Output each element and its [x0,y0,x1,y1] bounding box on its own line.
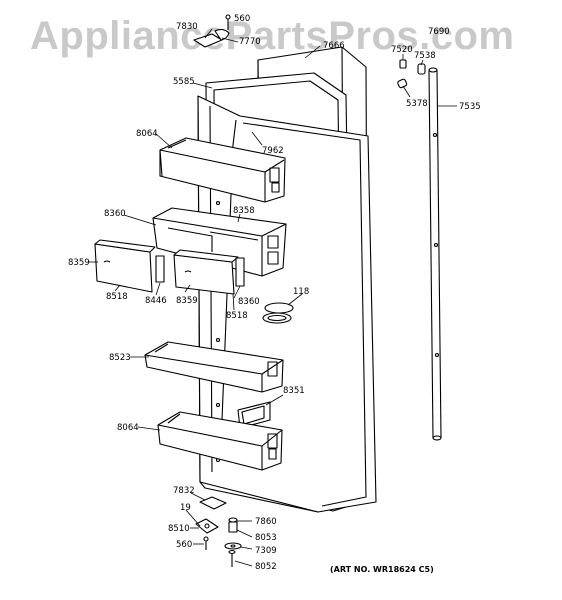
callout-7830: 7830 [176,22,198,32]
callout-560-bottom: 560 [176,540,192,550]
callout-7535: 7535 [459,102,481,112]
callout-8518-left: 8518 [106,292,128,302]
callout-8510: 8510 [168,524,190,534]
hinge-bushing-parts [397,59,426,89]
callout-560-top: 560 [234,14,250,24]
gasket-clips [262,302,294,324]
callout-8360-left: 8360 [104,209,126,219]
hinge-rod [428,67,442,441]
callout-8053: 8053 [255,533,277,543]
callout-labels: 560 7830 7770 7666 7520 7690 7538 5378 7… [68,14,481,572]
upper-door-bin [159,137,286,203]
middle-door-bin [144,341,284,393]
callout-7770: 7770 [239,37,261,47]
dairy-compartment [152,207,287,277]
callout-8359-mid: 8359 [176,296,198,306]
callout-7309: 7309 [255,546,277,556]
callout-19: 19 [180,503,191,513]
callout-8358: 8358 [233,206,255,216]
callout-7860: 7860 [255,517,277,527]
callout-leader-lines [88,22,457,567]
callout-7690: 7690 [428,27,450,37]
callout-7962: 7962 [262,146,284,156]
lower-door-bin [157,411,283,471]
callout-7538: 7538 [414,51,436,61]
top-hinge-assembly [193,14,231,48]
callout-8359-left: 8359 [68,258,90,268]
bottom-hinge-assembly [195,496,242,567]
callout-5378: 5378 [406,99,428,109]
callout-8523: 8523 [109,353,131,363]
callout-7832: 7832 [173,486,195,496]
dairy-door-middle [173,249,245,295]
watermark-text: AppliancePartsPros.com [30,14,515,58]
callout-7520: 7520 [391,45,413,55]
callout-8064-top: 8064 [136,129,158,139]
callout-118: 118 [293,287,309,297]
callout-8446: 8446 [145,296,167,306]
callout-8518-mid: 8518 [226,311,248,321]
callout-7666: 7666 [323,41,345,51]
callout-8064-bottom: 8064 [117,423,139,433]
callout-8360-mid: 8360 [238,297,260,307]
dairy-door-left [94,239,165,293]
art-number: (ART NO. WR18624 C5) [330,565,434,574]
callout-5585: 5585 [173,77,195,87]
callout-8052: 8052 [255,562,277,572]
callout-8351: 8351 [283,386,305,396]
